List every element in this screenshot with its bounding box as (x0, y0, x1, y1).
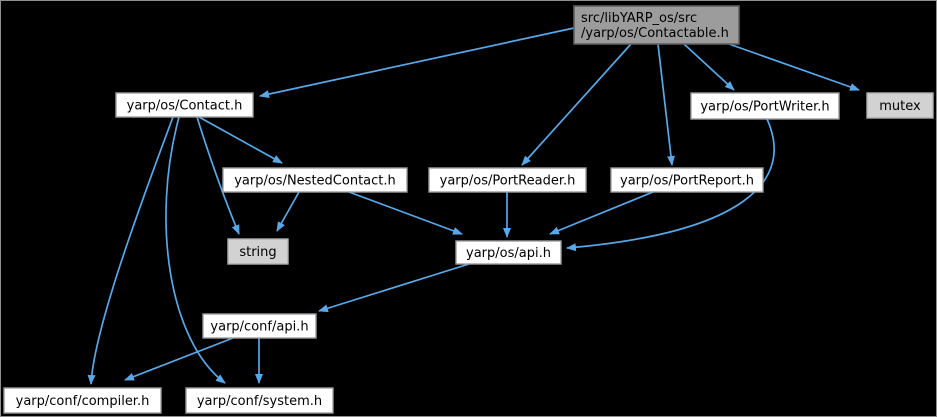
node-contact[interactable]: yarp/os/Contact.h (115, 92, 254, 118)
node-box-mutex (866, 92, 934, 119)
node-label-portreport: yarp/os/PortReport.h (620, 174, 754, 189)
edge-contact-to-string (196, 116, 240, 235)
node-label-system: yarp/conf/system.h (197, 394, 322, 409)
node-box-portwriter (690, 92, 840, 120)
node-portreport[interactable]: yarp/os/PortReport.h (610, 167, 764, 193)
edge-nestedcontact-to-string (276, 191, 300, 232)
edge-portwriter-to-api (566, 118, 775, 252)
node-label-api: yarp/os/api.h (466, 246, 551, 261)
node-system[interactable]: yarp/conf/system.h (185, 387, 334, 414)
edge-contact-to-compiler (87, 116, 174, 385)
node-label-portwriter: yarp/os/PortWriter.h (700, 100, 829, 115)
node-contactable: src/libYARP_os/src/yarp/os/Contactable.h (573, 5, 740, 45)
node-box-contactable (573, 5, 740, 45)
node-label-nestedcontact: yarp/os/NestedContact.h (234, 174, 396, 189)
edge-contactable-to-mutex (728, 43, 860, 91)
node-box-confapi (202, 313, 317, 339)
edge-contactable-to-portwriter (683, 43, 735, 91)
node-label-confapi: yarp/conf/api.h (210, 320, 308, 335)
node-label-contact: yarp/os/Contact.h (127, 99, 243, 114)
node-nestedcontact[interactable]: yarp/os/NestedContact.h (222, 167, 408, 193)
node-box-system (185, 387, 334, 414)
edge-contactable-to-portreport (657, 43, 675, 166)
node-box-contact (115, 92, 254, 118)
edge-contact-to-system (165, 116, 226, 384)
edge-api-to-confapi (318, 263, 470, 313)
edge-contact-to-nestedcontact (198, 116, 283, 164)
node-box-nestedcontact (222, 167, 408, 193)
edge-confapi-to-compiler (124, 337, 234, 381)
node-confapi[interactable]: yarp/conf/api.h (202, 313, 317, 339)
node-box-portreader (428, 167, 587, 193)
node-compiler[interactable]: yarp/conf/compiler.h (3, 387, 162, 414)
edge-portreport-to-api (549, 191, 654, 235)
node-string: string (227, 238, 289, 265)
node-label-compiler: yarp/conf/compiler.h (16, 394, 150, 409)
node-label-string: string (239, 245, 276, 260)
node-portreader[interactable]: yarp/os/PortReader.h (428, 167, 587, 193)
node-box-string (227, 238, 289, 265)
node-box-api (455, 240, 562, 265)
node-portwriter[interactable]: yarp/os/PortWriter.h (690, 92, 840, 120)
edge-contactable-to-contact (259, 27, 575, 99)
node-label-portreader: yarp/os/PortReader.h (440, 174, 576, 189)
node-label-contactable: src/libYARP_os/src/yarp/os/Contactable.h (581, 11, 729, 41)
node-box-compiler (3, 387, 162, 414)
edge-nestedcontact-to-api (348, 191, 463, 235)
node-api[interactable]: yarp/os/api.h (455, 240, 562, 265)
edge-contactable-to-portreader (521, 43, 632, 166)
node-box-portreport (610, 167, 764, 193)
node-mutex: mutex (866, 92, 934, 119)
node-label-mutex: mutex (879, 99, 921, 114)
